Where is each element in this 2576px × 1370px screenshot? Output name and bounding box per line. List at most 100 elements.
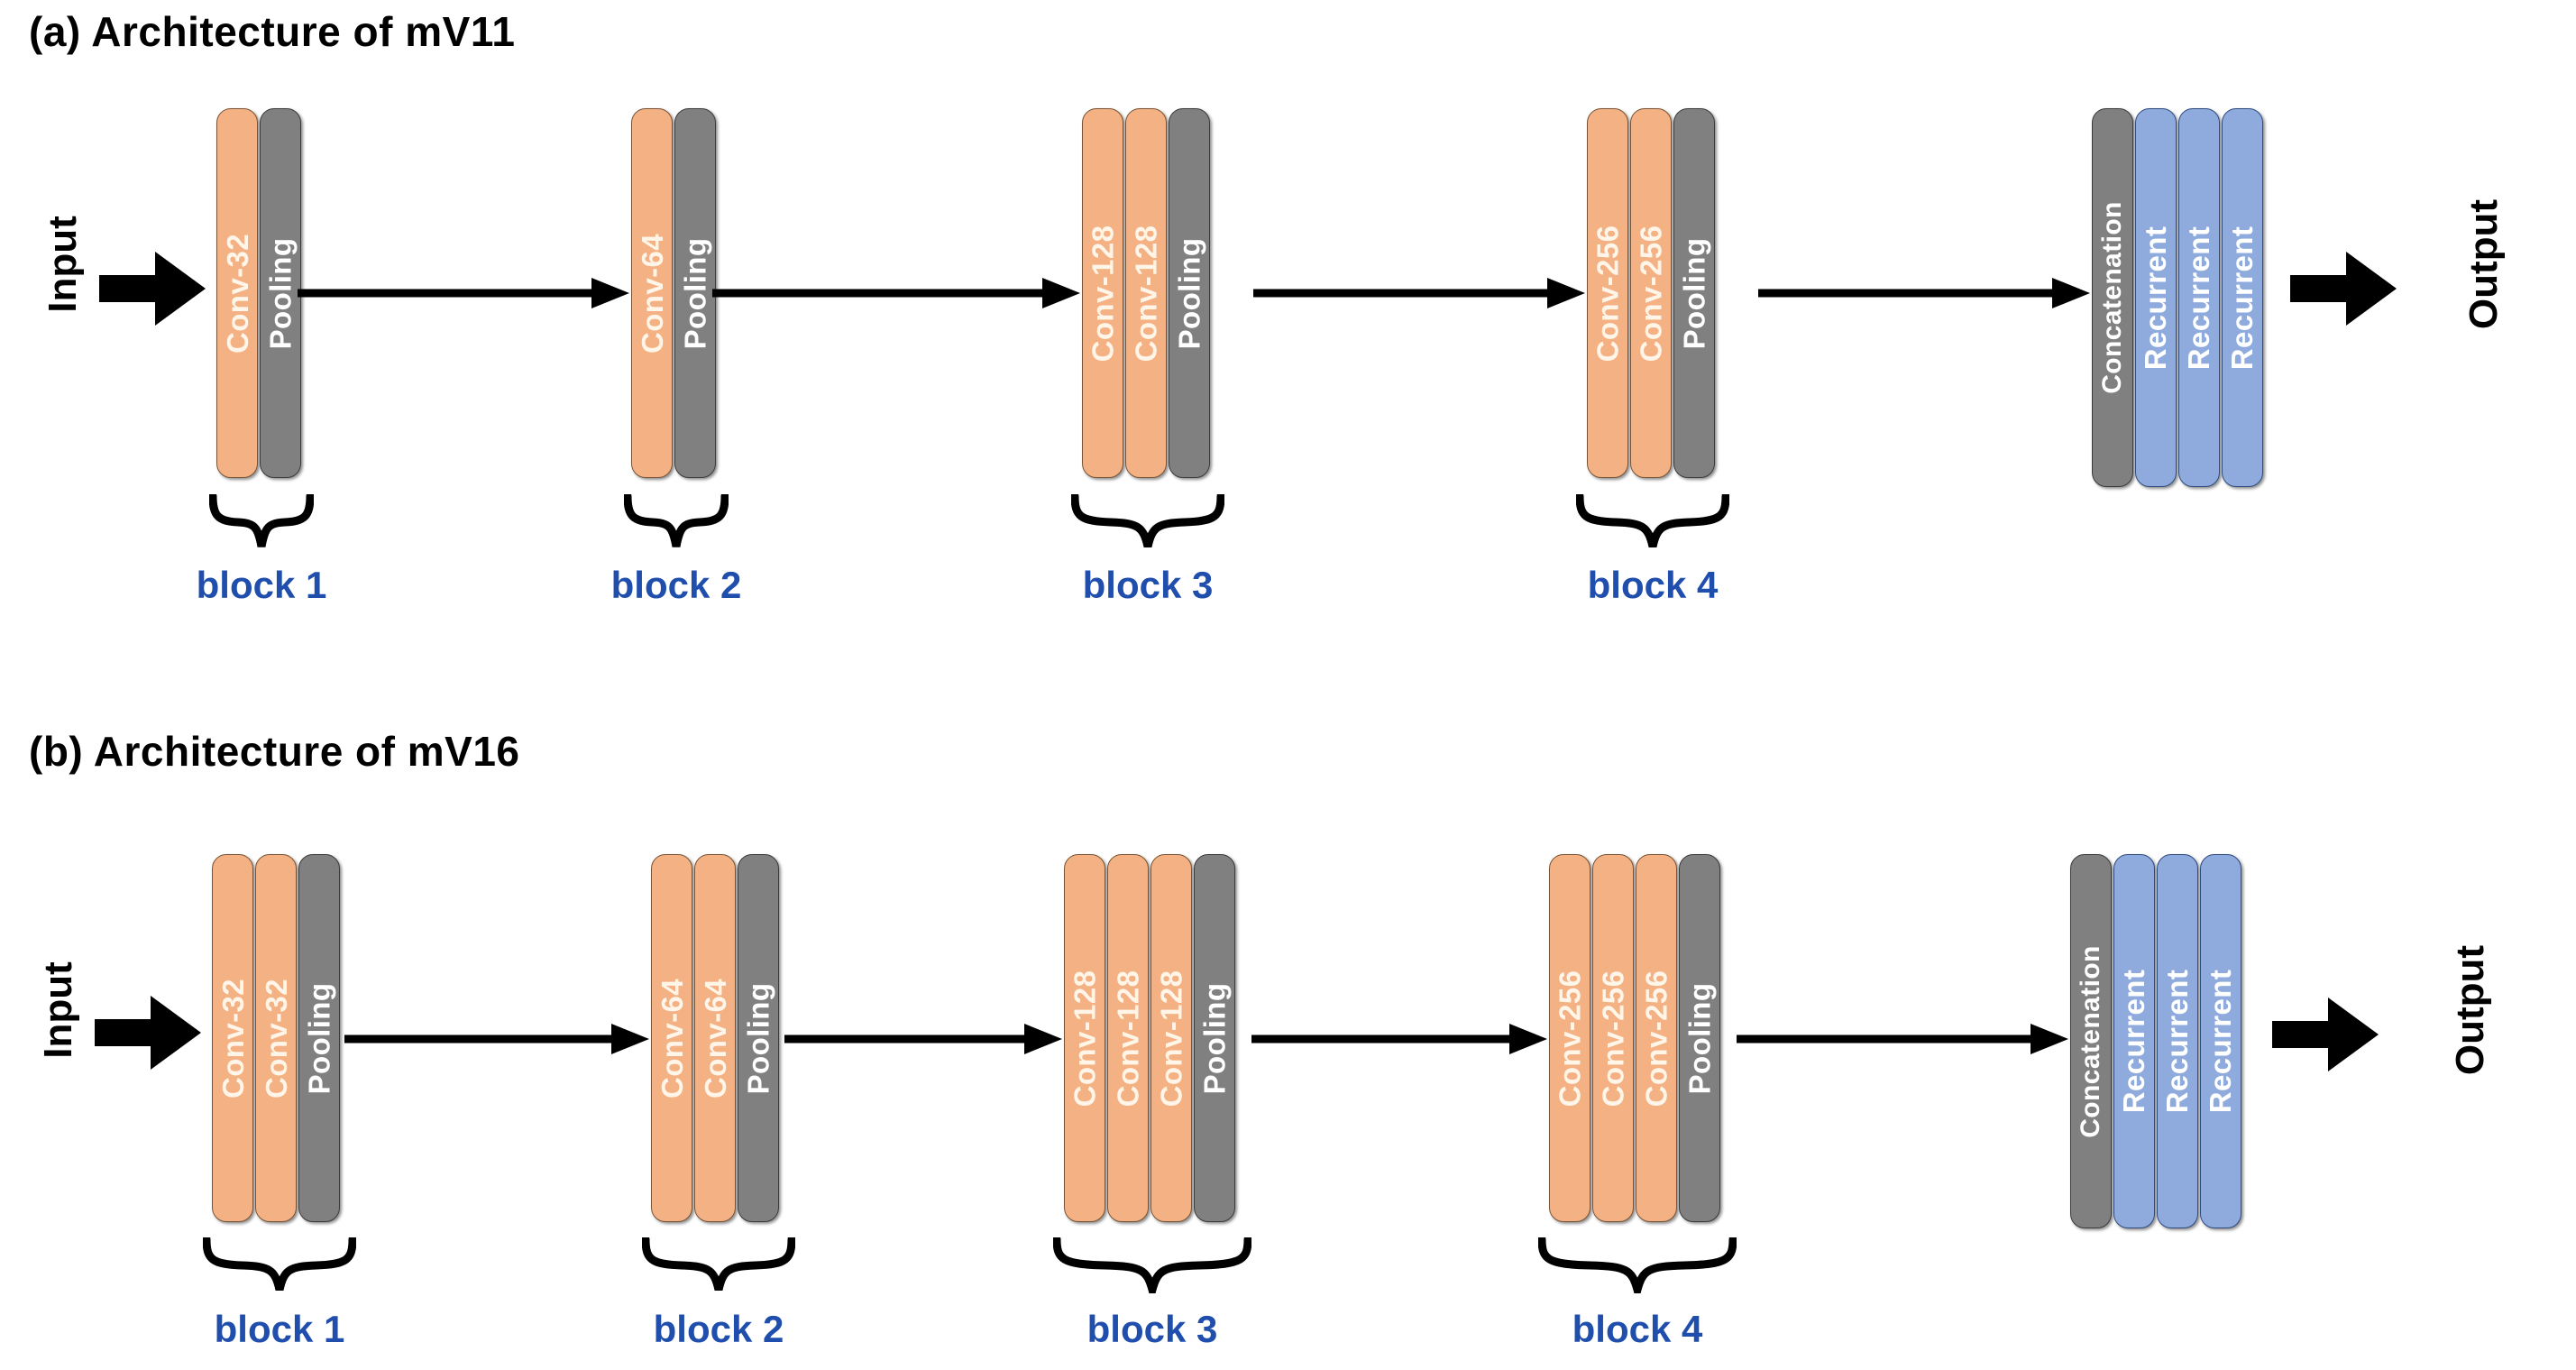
layer-bar-label: Conv-32: [215, 978, 250, 1099]
layer-bar-conv[interactable]: Conv-64: [651, 854, 692, 1222]
layer-bar-label: Conv-32: [220, 233, 254, 354]
layer-bar-label: Conv-64: [655, 978, 689, 1099]
panel-architecture-mv16: (b) Architecture of mV16 Input Conv-32 C…: [0, 713, 2576, 1370]
block-group-a-1: Conv-32 Pooling: [216, 108, 301, 478]
brace-a-1: [209, 494, 314, 550]
brace-b-4: [1538, 1237, 1737, 1293]
layer-bar-conv[interactable]: Conv-256: [1549, 854, 1591, 1222]
layer-bar-recurrent[interactable]: Recurrent: [2200, 854, 2241, 1228]
layer-bar-pooling[interactable]: Pooling: [1679, 854, 1720, 1222]
block-group-b-2: Conv-64 Conv-64 Pooling: [651, 854, 779, 1222]
connector-arrow-a-3: [1253, 275, 1587, 311]
layer-bar-label: Pooling: [263, 237, 298, 349]
block-group-a-2: Conv-64 Pooling: [631, 108, 716, 478]
layer-bar-conv[interactable]: Conv-32: [216, 108, 258, 478]
layer-bar-recurrent[interactable]: Recurrent: [2135, 108, 2177, 487]
connector-arrow-b-3: [1251, 1021, 1549, 1057]
panel-architecture-mv11: (a) Architecture of mV11 Input Conv-32 P…: [29, 8, 2506, 606]
layer-bar-pooling[interactable]: Pooling: [738, 854, 779, 1222]
layer-bar-label: Conv-128: [1154, 970, 1188, 1107]
layer-bar-concatenation[interactable]: Concatenation: [2070, 854, 2112, 1228]
layer-bar-conv[interactable]: Conv-128: [1064, 854, 1105, 1222]
block-label-b-2: block 2: [653, 1308, 784, 1350]
layer-bar-pooling[interactable]: Pooling: [1169, 108, 1210, 478]
layer-bar-conv[interactable]: Conv-256: [1587, 108, 1628, 478]
layer-bar-label: Conv-128: [1129, 225, 1163, 362]
block-group-b-4: Conv-256 Conv-256 Conv-256 Pooling: [1549, 854, 1720, 1222]
layer-bar-label: Pooling: [1197, 982, 1232, 1094]
layer-bar-recurrent[interactable]: Recurrent: [2178, 108, 2220, 487]
layer-bar-label: Recurrent: [2204, 969, 2238, 1114]
layer-bar-conv[interactable]: Conv-256: [1592, 854, 1634, 1222]
connector-arrow-a-1: [298, 275, 631, 311]
input-label-b: Input: [36, 961, 80, 1059]
panel-b-title: (b) Architecture of mV16: [29, 728, 520, 775]
layer-bar-conv[interactable]: Conv-64: [694, 854, 736, 1222]
layer-bar-label: Conv-256: [1639, 970, 1673, 1107]
layer-bar-conv[interactable]: Conv-128: [1107, 854, 1149, 1222]
layer-bar-label: Pooling: [1682, 982, 1717, 1094]
layer-bar-conv[interactable]: Conv-32: [212, 854, 253, 1222]
layer-bar-recurrent[interactable]: Recurrent: [2222, 108, 2263, 487]
layer-bar-conv[interactable]: Conv-64: [631, 108, 673, 478]
connector-arrow-b-2: [784, 1021, 1064, 1057]
block-group-b-3: Conv-128 Conv-128 Conv-128 Pooling: [1064, 854, 1235, 1222]
layer-bar-conv[interactable]: Conv-128: [1150, 854, 1192, 1222]
block-group-b-1: Conv-32 Conv-32 Pooling: [212, 854, 340, 1222]
head-group-b: Concatenation Recurrent Recurrent Recurr…: [2070, 854, 2241, 1228]
output-arrow-b: [2272, 994, 2380, 1075]
brace-a-3: [1071, 494, 1224, 550]
block-label-a-1: block 1: [196, 564, 327, 606]
layer-bar-concatenation[interactable]: Concatenation: [2092, 108, 2133, 487]
layer-bar-label: Conv-64: [698, 978, 732, 1099]
output-label-b: Output: [2448, 944, 2492, 1076]
brace-b-2: [642, 1237, 795, 1293]
panel-a-title: (a) Architecture of mV11: [29, 8, 516, 55]
block-label-b-3: block 3: [1086, 1308, 1218, 1350]
layer-bar-pooling[interactable]: Pooling: [260, 108, 301, 478]
layer-bar-pooling[interactable]: Pooling: [1673, 108, 1715, 478]
layer-bar-label: Recurrent: [2117, 969, 2151, 1114]
output-label-a: Output: [2461, 198, 2506, 330]
layer-bar-label: Recurrent: [2225, 225, 2260, 370]
layer-bar-label: Pooling: [741, 982, 775, 1094]
connector-arrow-b-4: [1737, 1021, 2070, 1057]
layer-bar-label: Conv-256: [1591, 225, 1625, 362]
layer-bar-label: Pooling: [302, 982, 336, 1094]
layer-bar-conv[interactable]: Conv-256: [1636, 854, 1677, 1222]
block-group-a-3: Conv-128 Conv-128 Pooling: [1082, 108, 1210, 478]
layer-bar-label: Pooling: [678, 237, 712, 349]
layer-bar-label: Pooling: [1172, 237, 1206, 349]
layer-bar-conv[interactable]: Conv-128: [1082, 108, 1123, 478]
block-label-b-4: block 4: [1572, 1308, 1703, 1350]
layer-bar-label: Conv-128: [1111, 970, 1145, 1107]
layer-bar-label: Recurrent: [2139, 225, 2173, 370]
layer-bar-label: Recurrent: [2182, 225, 2216, 370]
layer-bar-recurrent[interactable]: Recurrent: [2113, 854, 2155, 1228]
layer-bar-label: Recurrent: [2160, 969, 2195, 1114]
layer-bar-label: Conv-256: [1596, 970, 1630, 1107]
layer-bar-label: Conv-128: [1086, 225, 1120, 362]
connector-arrow-b-1: [344, 1021, 651, 1057]
block-group-a-4: Conv-256 Conv-256 Pooling: [1587, 108, 1715, 478]
block-label-b-1: block 1: [214, 1308, 345, 1350]
layer-bar-pooling[interactable]: Pooling: [1194, 854, 1235, 1222]
layer-bar-label: Concatenation: [2097, 201, 2128, 394]
layer-bar-conv[interactable]: Conv-128: [1125, 108, 1167, 478]
brace-a-2: [624, 494, 729, 550]
head-group-a: Concatenation Recurrent Recurrent Recurr…: [2092, 108, 2263, 487]
layer-bar-conv[interactable]: Conv-32: [255, 854, 297, 1222]
brace-b-1: [203, 1237, 356, 1293]
brace-a-4: [1576, 494, 1729, 550]
block-label-a-4: block 4: [1587, 564, 1719, 606]
input-arrow-a: [99, 248, 207, 329]
layer-bar-label: Conv-128: [1068, 970, 1102, 1107]
block-label-a-3: block 3: [1082, 564, 1214, 606]
block-label-a-2: block 2: [610, 564, 742, 606]
layer-bar-recurrent[interactable]: Recurrent: [2157, 854, 2198, 1228]
layer-bar-pooling[interactable]: Pooling: [674, 108, 716, 478]
layer-bar-pooling[interactable]: Pooling: [298, 854, 340, 1222]
brace-b-3: [1053, 1237, 1251, 1293]
input-label-a: Input: [41, 216, 85, 313]
layer-bar-conv[interactable]: Conv-256: [1630, 108, 1672, 478]
